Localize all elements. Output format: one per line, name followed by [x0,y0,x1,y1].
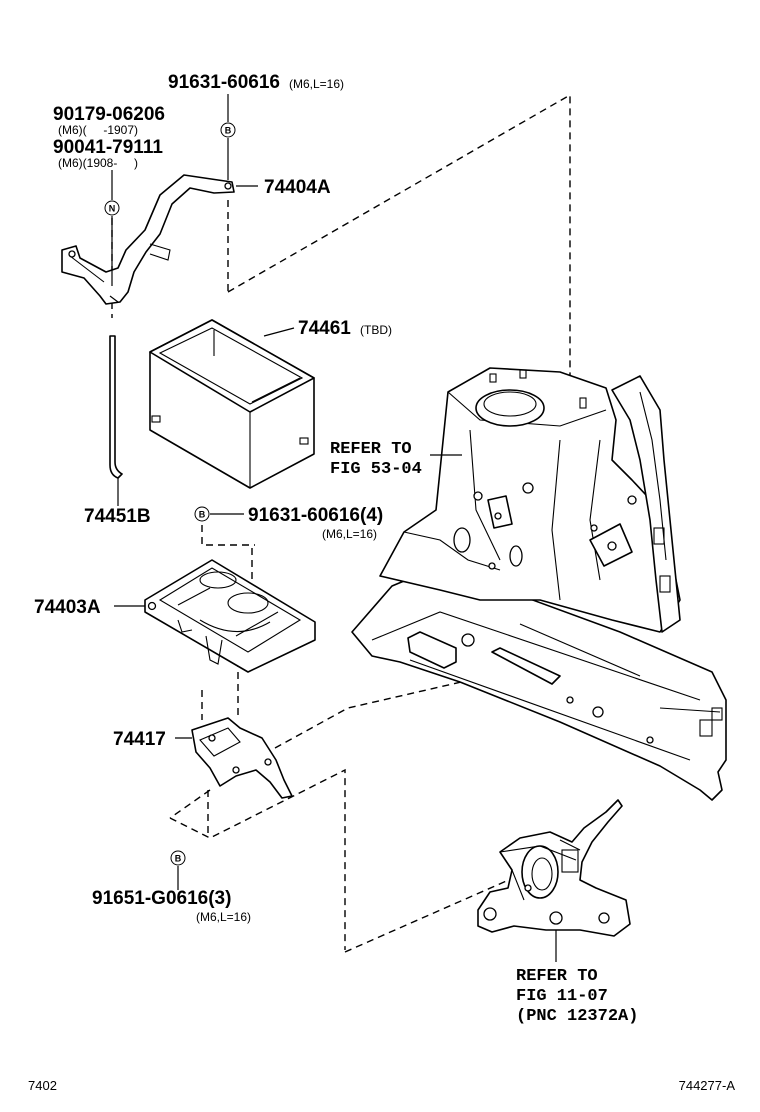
label-bolt-mid-number: 91631-60616(4) [248,505,383,526]
bolt-badge-bottom: B [170,850,186,866]
ref-mount-line3: (PNC 12372A) [516,1007,638,1026]
label-nut-a-number: 90179-06206 [53,104,165,125]
svg-text:B: B [175,854,182,864]
footer-page-code: 7402 [28,1078,57,1093]
label-battery-box-spec: (TBD) [360,323,392,337]
label-bolt-bottom-spec: (M6,L=16) [196,910,251,924]
battery-box-74461 [149,319,315,489]
label-nut-a-spec: (M6)( -1907) [58,123,138,137]
engine-mount [477,799,631,962]
ref-mount-line2: FIG 11-07 [516,987,608,1006]
label-nut-b-spec: (M6)(1908- ) [58,156,138,170]
rod-74451b [109,335,123,506]
ref-mount-line1: REFER TO [516,967,598,986]
label-bracket-number: 74417 [113,729,166,750]
bracket-74417 [175,717,293,799]
footer-illustration-id: 744277-A [679,1078,736,1093]
bolt-badge-mid: B [194,506,210,522]
label-nut-b-number: 90041-79111 [53,137,163,158]
leader-lines [111,94,295,890]
tray-74403a [114,559,316,673]
label-battery-box-number: 74461 [298,318,351,339]
label-bolt-top-spec: (M6,L=16) [289,77,344,91]
ref-body-line1: REFER TO [330,440,412,459]
body-structure [351,367,727,801]
label-bolt-bottom-number: 91651-G0616(3) [92,888,231,909]
label-rod-number: 74451B [84,506,151,527]
label-tray-number: 74403A [34,597,101,618]
label-clamp-number: 74404A [264,177,331,198]
bolt-badge-top: B [220,122,236,138]
clamp-74404a [61,174,235,305]
svg-text:B: B [225,126,232,136]
ref-body-line2: FIG 53-04 [330,460,422,479]
label-bolt-mid-spec: (M6,L=16) [322,527,377,541]
nut-badge: N [104,200,120,216]
svg-text:B: B [199,510,206,520]
label-bolt-top-number: 91631-60616 [168,72,280,93]
svg-text:N: N [109,204,116,214]
